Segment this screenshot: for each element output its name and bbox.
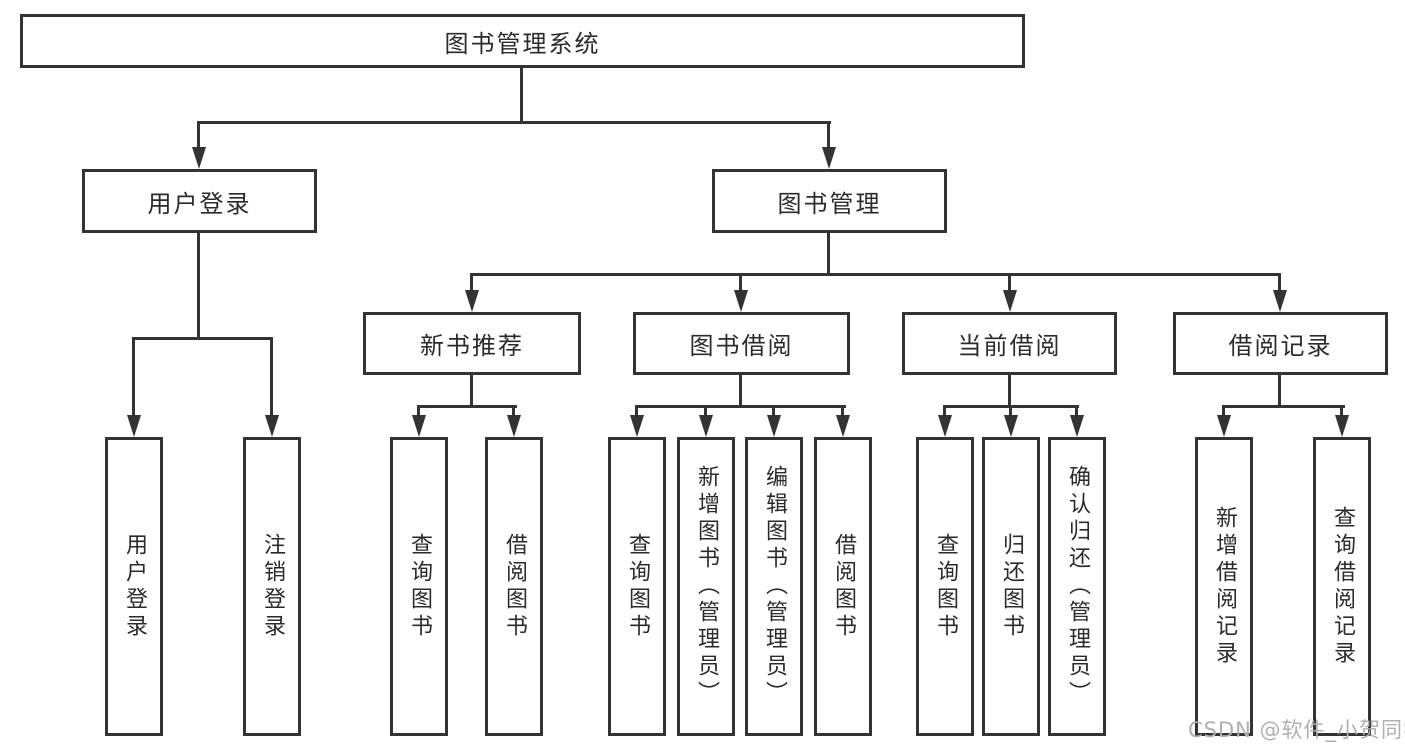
connector-cb-stem xyxy=(1008,375,1011,408)
leaf-bb-query-book-label: 查询图书 xyxy=(625,532,650,641)
leaf-bb-edit-book-admin: 编辑图书（管理员） xyxy=(745,437,803,736)
connector-arm-bb-edit xyxy=(772,405,775,417)
connector-arm-bb-query xyxy=(635,405,638,417)
leaf-cb-confirm-return-admin-label: 确认归还（管理员） xyxy=(1065,465,1090,708)
arrow-to-bb-borrow xyxy=(836,415,850,437)
leaf-cb-confirm-return-admin: 确认归还（管理员） xyxy=(1048,437,1106,736)
arrow-to-leaf-logout xyxy=(265,415,279,437)
connector-root-hbar xyxy=(197,121,831,124)
arrow-to-cb-confirm xyxy=(1070,415,1084,437)
arrow-to-bb-edit xyxy=(767,415,781,437)
leaf-bb-add-book-admin-label: 新增图书（管理员） xyxy=(694,465,719,708)
connector-userlogin-stem xyxy=(197,233,200,340)
connector-br-stem xyxy=(1278,375,1281,408)
leaf-cb-return-book-label: 归还图书 xyxy=(999,532,1024,641)
leaf-br-query-record: 查询借阅记录 xyxy=(1313,437,1371,736)
connector-arm-bb-add xyxy=(704,405,707,417)
leaf-rec-borrow-book: 借阅图书 xyxy=(485,437,543,736)
connector-arm-new-book xyxy=(470,273,473,293)
connector-arm-bb-borrow xyxy=(841,405,844,417)
arrow-to-cb-query xyxy=(938,415,952,437)
leaf-rec-query-book: 查询图书 xyxy=(390,437,448,736)
leaf-bb-edit-book-admin-label: 编辑图书（管理员） xyxy=(762,465,787,708)
connector-arm-cb-return xyxy=(1009,405,1012,417)
connector-userlogin-hbar xyxy=(132,337,273,340)
connector-arm-br-add xyxy=(1222,405,1225,417)
node-current-borrow: 当前借阅 xyxy=(902,312,1117,375)
connector-arm-book-borrow xyxy=(739,273,742,293)
arrow-to-user-login xyxy=(192,147,206,169)
arrow-to-book-mgmt xyxy=(822,147,836,169)
arrow-to-current-borrow xyxy=(1003,290,1017,312)
connector-bb-hbar xyxy=(635,405,846,408)
node-library-system: 图书管理系统 xyxy=(20,14,1025,68)
connector-arm-borrow-records xyxy=(1278,273,1281,293)
leaf-bb-query-book: 查询图书 xyxy=(608,437,666,736)
leaf-br-add-record: 新增借阅记录 xyxy=(1195,437,1253,736)
leaf-user-login: 用户登录 xyxy=(105,437,163,736)
arrow-to-borrow-records xyxy=(1273,290,1287,312)
leaf-bb-borrow-book: 借阅图书 xyxy=(814,437,872,736)
leaf-logout-login-label: 注销登录 xyxy=(260,532,285,641)
node-user-login: 用户登录 xyxy=(82,169,317,233)
connector-newbook-hbar xyxy=(417,405,517,408)
leaf-br-query-record-label: 查询借阅记录 xyxy=(1330,505,1355,668)
arrow-to-cb-return xyxy=(1004,415,1018,437)
connector-arm-user-login xyxy=(197,121,200,149)
connector-arm-leaf-login xyxy=(132,337,135,417)
arrow-to-book-borrow xyxy=(734,290,748,312)
leaf-cb-query-book: 查询图书 xyxy=(916,437,974,736)
connector-arm-leaf-logout xyxy=(270,337,273,417)
arrow-to-bb-add xyxy=(699,415,713,437)
node-borrow-records: 借阅记录 xyxy=(1173,312,1388,375)
connector-arm-cb-confirm xyxy=(1075,405,1078,417)
leaf-user-login-label: 用户登录 xyxy=(122,532,147,641)
connector-root-stem xyxy=(520,68,523,124)
node-new-book-recommend: 新书推荐 xyxy=(363,312,581,375)
connector-arm-cb-query xyxy=(943,405,946,417)
leaf-cb-query-book-label: 查询图书 xyxy=(933,532,958,641)
leaf-br-add-record-label: 新增借阅记录 xyxy=(1212,505,1237,668)
connector-br-hbar xyxy=(1222,405,1345,408)
connector-arm-br-query xyxy=(1340,405,1343,417)
arrow-to-br-query xyxy=(1335,415,1349,437)
connector-bb-stem xyxy=(739,375,742,408)
connector-newbook-stem xyxy=(470,375,473,408)
arrow-to-leaf-login xyxy=(127,415,141,437)
connector-arm-book-mgmt xyxy=(827,121,830,149)
leaf-logout-login: 注销登录 xyxy=(243,437,301,736)
arrow-to-bb-query xyxy=(630,415,644,437)
connector-arm-current-borrow xyxy=(1008,273,1011,293)
connector-arm-rec-query xyxy=(417,405,420,417)
leaf-bb-add-book-admin: 新增图书（管理员） xyxy=(677,437,735,736)
leaf-cb-return-book: 归还图书 xyxy=(982,437,1040,736)
arrow-to-br-add xyxy=(1217,415,1231,437)
connector-arm-rec-borrow xyxy=(512,405,515,417)
csdn-watermark: CSDN @软件_小贺同学 xyxy=(1188,718,1405,742)
leaf-rec-query-book-label: 查询图书 xyxy=(407,532,432,641)
node-book-borrow: 图书借阅 xyxy=(633,312,850,375)
node-book-management: 图书管理 xyxy=(712,169,947,233)
leaf-bb-borrow-book-label: 借阅图书 xyxy=(831,532,856,641)
leaf-rec-borrow-book-label: 借阅图书 xyxy=(502,532,527,641)
connector-bookmgmt-hbar xyxy=(470,273,1281,276)
arrow-to-rec-query xyxy=(412,415,426,437)
arrow-to-new-book xyxy=(465,290,479,312)
connector-bookmgmt-stem xyxy=(827,233,830,276)
arrow-to-rec-borrow xyxy=(507,415,521,437)
